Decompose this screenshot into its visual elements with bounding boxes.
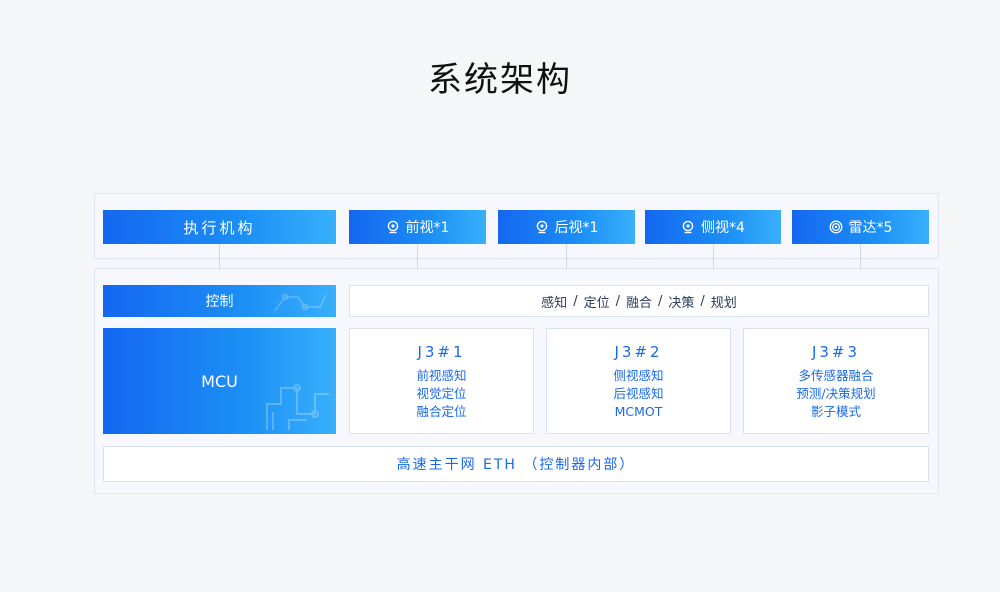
connector-front-camera — [417, 244, 418, 269]
j3-unit-name: J3#3 — [811, 343, 861, 361]
sensor-label: 前视*1 — [405, 220, 450, 236]
j3-unit-function: MCMOT — [614, 404, 663, 419]
function-separator: / — [573, 293, 578, 309]
mcu-box: MCU — [103, 328, 336, 434]
j3-unit-function: 前视感知 — [416, 368, 467, 383]
camera-icon — [387, 220, 398, 234]
function-separator: / — [615, 293, 620, 309]
j3-unit-3: J3#3 多传感器融合 预测/决策规划 影子模式 — [743, 328, 929, 434]
control-label: 控制 — [205, 294, 234, 310]
connector-executor — [219, 244, 220, 269]
function-separator: / — [700, 293, 705, 309]
executor-label: 执行机构 — [183, 218, 256, 237]
function-item: 定位 — [583, 295, 610, 311]
function-item: 融合 — [625, 295, 652, 311]
j3-unit-function: 侧视感知 — [613, 368, 664, 383]
j3-unit-name: J3#2 — [614, 343, 663, 361]
radar-icon — [829, 220, 842, 234]
connector-side-camera — [713, 244, 714, 269]
j3-unit-function: 预测/决策规划 — [796, 386, 876, 401]
circuit-decoration-icon — [274, 293, 327, 312]
camera-icon — [682, 220, 694, 234]
j3-unit-1: J3#1 前视感知 视觉定位 融合定位 — [349, 328, 534, 434]
j3-unit-function: 融合定位 — [416, 404, 467, 419]
function-item: 感知 — [541, 295, 568, 311]
mcu-label: MCU — [201, 371, 238, 391]
circuit-decoration-icon — [266, 384, 329, 430]
sensor-side-camera: 侧视*4 — [645, 210, 781, 244]
connector-rear-camera — [566, 244, 567, 269]
j3-unit-function: 后视感知 — [613, 386, 664, 401]
eth-bus-label: 高速主干网 ETH （控制器内部） — [396, 457, 636, 473]
camera-icon — [536, 220, 547, 234]
eth-bus-bar: 高速主干网 ETH （控制器内部） — [103, 446, 929, 482]
j3-unit-name: J3#1 — [417, 343, 466, 361]
sensor-radar: 雷达*5 — [792, 210, 929, 244]
j3-unit-function: 影子模式 — [810, 404, 861, 419]
sensor-label: 雷达*5 — [848, 220, 893, 236]
j3-unit-2: J3#2 侧视感知 后视感知 MCMOT — [546, 328, 731, 434]
function-bar: 感知 / 定位 / 融合 / 决策 / 规划 — [349, 285, 929, 317]
sensor-front-camera: 前视*1 — [349, 210, 486, 244]
j3-unit-function: 视觉定位 — [416, 386, 467, 401]
sensor-label: 后视*1 — [554, 220, 599, 236]
executor-box: 执行机构 — [103, 210, 336, 244]
page-title: 系统架构 — [428, 60, 572, 100]
control-box: 控制 — [103, 285, 336, 317]
j3-unit-function: 多传感器融合 — [798, 368, 874, 383]
function-separator: / — [658, 293, 663, 309]
sensor-label: 侧视*4 — [701, 220, 745, 236]
sensor-rear-camera: 后视*1 — [498, 210, 635, 244]
function-item: 规划 — [710, 295, 737, 311]
connector-radar — [860, 244, 861, 269]
function-item: 决策 — [668, 295, 695, 311]
